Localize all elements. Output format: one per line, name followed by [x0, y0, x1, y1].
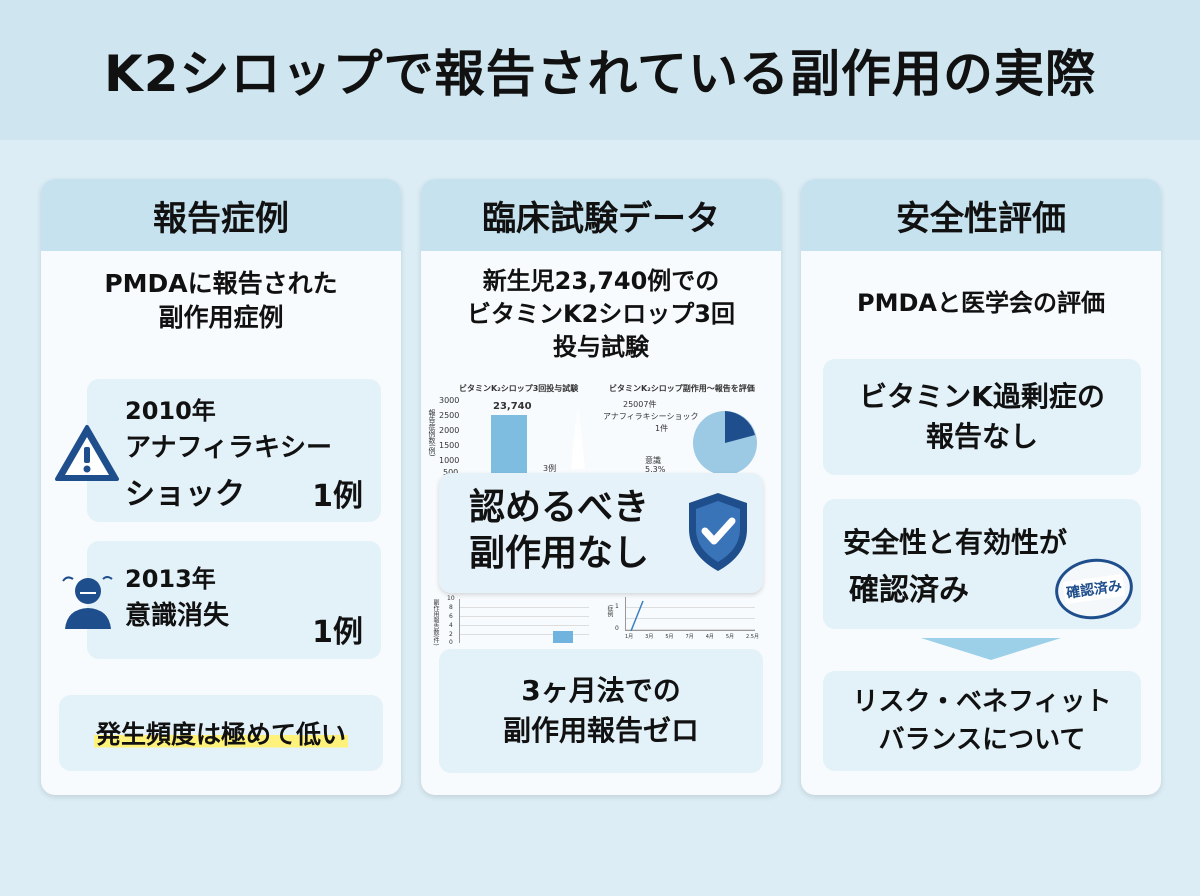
down-arrow-icon [921, 638, 1061, 660]
reported-cases-subtitle: PMDAに報告された 副作用症例 [104, 269, 338, 332]
zero-reports-line1: 3ヶ月法での [521, 674, 681, 707]
warning-triangle-icon [53, 423, 121, 485]
lower-tick-0: 0 [449, 639, 453, 646]
bar-value-label: 23,740 [493, 401, 532, 412]
no-overdose-line2: 報告なし [925, 420, 1038, 453]
line-tick-0: 0 [615, 625, 619, 632]
safety-confirmed-line1: 安全性と有効性が [843, 526, 1068, 559]
line-chart: 症例 1 0 1月 3月 5月 7月 4月 5月 2.5月 [606, 597, 761, 647]
clinical-trial-panel: 臨床試験データ 新生児23,740例での ビタミンK2シロップ3回 投与試験 ビ… [421, 179, 781, 795]
safety-confirmed-card: 安全性と有効性が 確認済み 確認済み [823, 499, 1141, 629]
bar-small-label: 3例 [543, 464, 557, 473]
lower-tick-10: 10 [447, 595, 455, 602]
bar-tick-1500: 1500 [439, 441, 460, 450]
reported-cases-panel: 報告症例 PMDAに報告された 副作用症例 2010年 アナフィラキシー ショッ… [41, 179, 401, 795]
frequency-note: 発生頻度は極めて低い [93, 715, 348, 751]
no-overdose-card: ビタミンK過剰症の 報告なし [823, 359, 1141, 475]
lower-bar-mark [553, 631, 573, 643]
line-chart-grid [625, 597, 755, 631]
lower-tick-4: 4 [449, 622, 453, 629]
case2-count: 1例 [312, 615, 363, 650]
no-side-effects-text: 認めるべき 副作用なし [469, 487, 650, 574]
title-banner: K2シロップで報告されている副作用の実際 [0, 0, 1200, 140]
line-chart-line [630, 600, 644, 631]
unconscious-person-icon [61, 571, 115, 631]
lower-tick-2: 2 [449, 631, 453, 638]
case-card-anaphylaxis: 2010年 アナフィラキシー ショック 1例 [87, 379, 381, 522]
bar-chart: ビタミンK₂シロップ3回投与試験 報告症例数(例) 3000 2500 2000… [428, 383, 601, 477]
case-card-unconscious: 2013年 意識消失 1例 [87, 541, 381, 659]
pie-label-4: 意識 [645, 456, 661, 465]
frequency-note-card: 発生頻度は極めて低い [59, 695, 383, 771]
bar-mark [491, 415, 527, 475]
bar-tick-3000: 3000 [439, 396, 460, 405]
zero-reports-card: 3ヶ月法での 副作用報告ゼロ [439, 649, 763, 773]
lower-tick-6: 6 [449, 613, 453, 620]
pie-chart: ビタミンK₂シロップ副作用～報告を評価 25007件 アナフィラキシーショック … [603, 383, 773, 475]
bar-tick-2000: 2000 [439, 426, 460, 435]
risk-benefit-line2: バランスについて [878, 725, 1086, 755]
pie-chart-title: ビタミンK₂シロップ副作用～報告を評価 [609, 384, 755, 393]
line-tick-1: 1 [615, 603, 619, 610]
confirmed-stamp: 確認済み [1051, 553, 1137, 625]
line-chart-xticks: 1月 3月 5月 7月 4月 5月 2.5月 [625, 634, 759, 640]
clinical-trial-subtitle: 新生児23,740例での ビタミンK2シロップ3回 投与試験 [467, 267, 735, 361]
zero-reports-line2: 副作用報告ゼロ [502, 714, 699, 747]
bar-chart-title: ビタミンK₂シロップ3回投与試験 [459, 384, 579, 393]
page-title: K2シロップで報告されている副作用の実際 [103, 45, 1097, 103]
clinical-trial-heading: 臨床試験データ [421, 179, 781, 251]
safety-evaluation-panel: 安全性評価 PMDAと医学会の評価 ビタミンK過剰症の 報告なし 安全性と有効性… [801, 179, 1161, 795]
case1-year: 2010年 [125, 397, 216, 425]
no-overdose-line1: ビタミンK過剰症の [859, 380, 1105, 413]
case1-label-line2: ショック [125, 477, 245, 512]
safety-evaluation-heading: 安全性評価 [801, 179, 1161, 251]
risk-benefit-card: リスク・ベネフィット バランスについて [823, 671, 1141, 771]
pie-graphic [693, 411, 757, 475]
case2-year: 2013年 [125, 565, 216, 593]
bar-tick-2500: 2500 [439, 411, 460, 420]
pie-label-3: 1件 [655, 424, 669, 433]
lower-bar-chart: 副作用報告数(件) 10 8 6 4 2 0 [432, 595, 597, 647]
case1-label-line1: アナフィラキシー [125, 433, 332, 463]
shield-check-icon [683, 489, 753, 575]
lower-tick-8: 8 [449, 604, 453, 611]
no-side-effects-card: 認めるべき 副作用なし [439, 473, 763, 593]
pie-label-5: 5.3% [645, 465, 666, 474]
pie-label-1: 25007件 [623, 400, 657, 409]
pie-label-2: アナフィラキシーショック [603, 412, 699, 421]
lower-bar-ylabel: 副作用報告数(件) [432, 599, 439, 646]
confirmed-stamp-text: 確認済み [1062, 573, 1126, 605]
risk-benefit-line1: リスク・ベネフィット [852, 687, 1112, 717]
safety-evaluation-subtitle: PMDAと医学会の評価 [857, 289, 1105, 317]
bar-chart-ylabel: 報告症例数(例) [428, 409, 436, 457]
line-chart-ylabel: 症例 [606, 605, 613, 617]
reported-cases-heading: 報告症例 [41, 179, 401, 251]
case1-count: 1例 [312, 479, 363, 514]
case2-label: 意識消失 [125, 601, 230, 631]
bar-tick-1000: 1000 [439, 456, 460, 465]
safety-confirmed-line2: 確認済み [849, 573, 969, 608]
bar-tick-500: 500 [443, 468, 458, 477]
